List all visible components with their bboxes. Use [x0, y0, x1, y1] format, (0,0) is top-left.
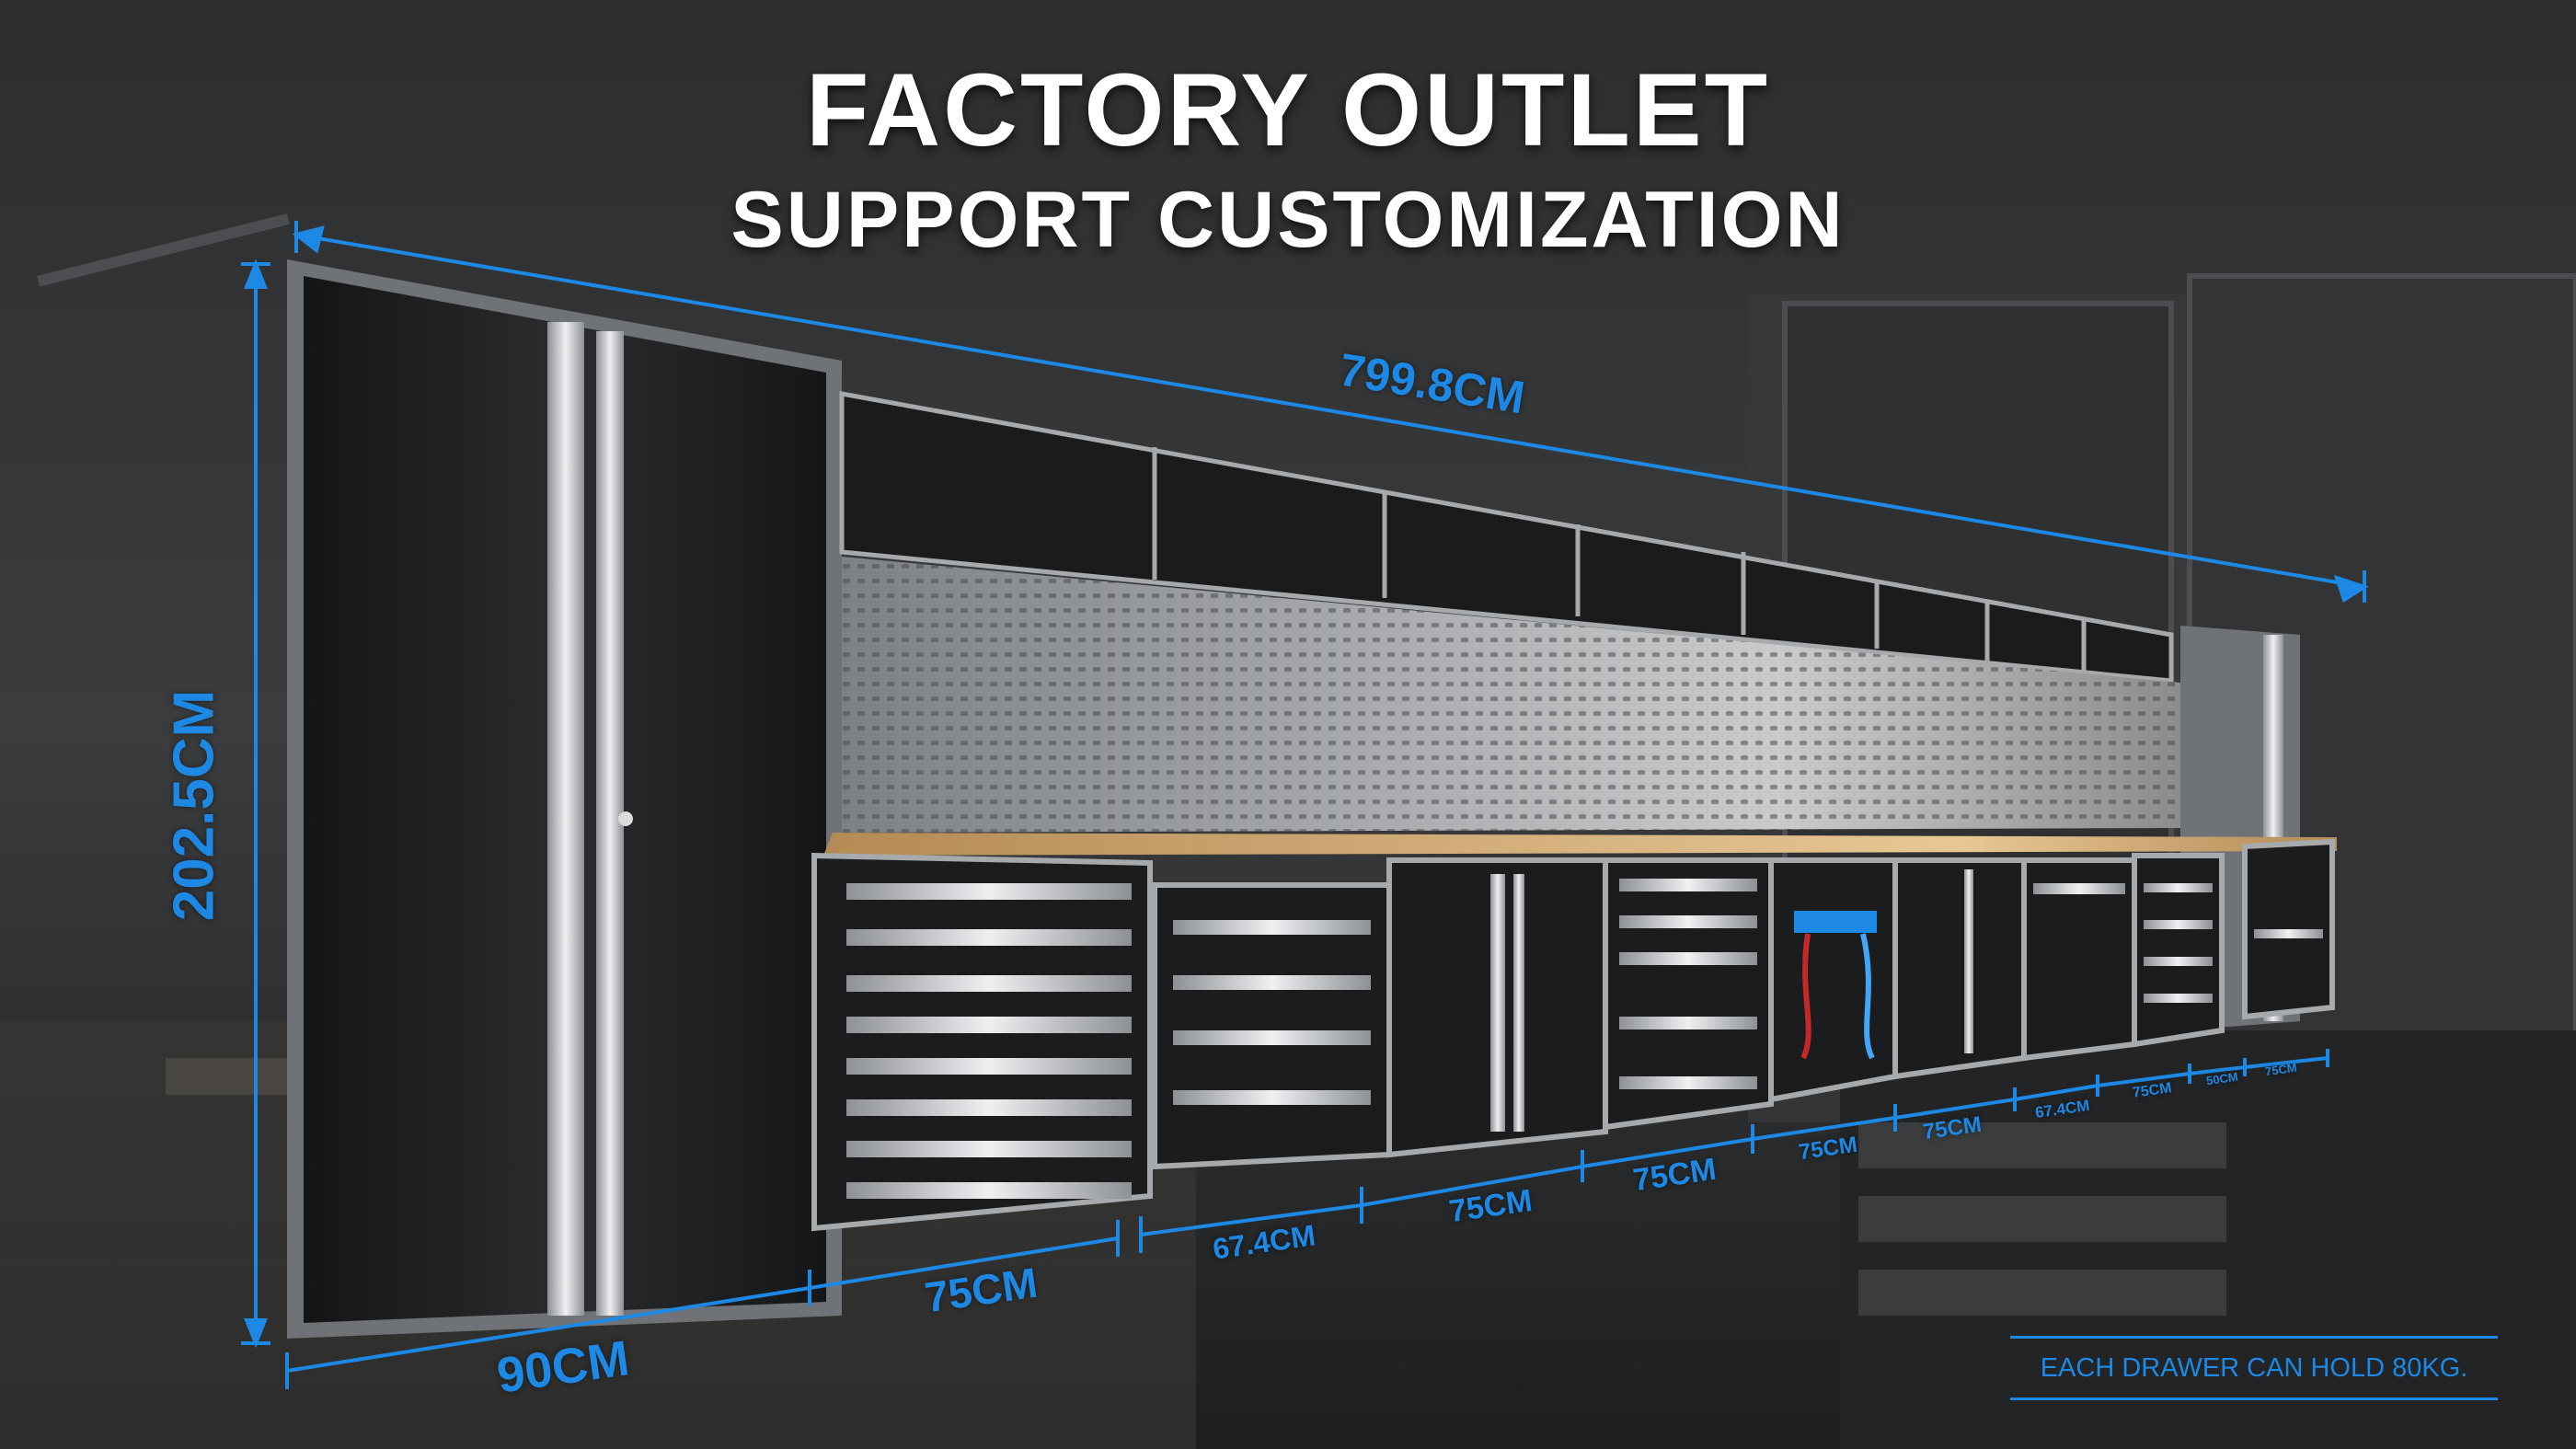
tall-cabinet — [287, 259, 842, 1339]
dimension-lines — [241, 221, 2369, 1389]
drawer-capacity-note: EACH DRAWER CAN HOLD 80KG. — [2010, 1336, 2498, 1400]
worktop — [823, 833, 2337, 856]
subheadline: SUPPORT CUSTOMIZATION — [730, 176, 1846, 264]
pegboard-panel — [842, 557, 2180, 833]
base-cabinets — [811, 838, 2335, 1232]
dimension-height: 202.5CM — [162, 689, 226, 922]
headline: FACTORY OUTLET — [806, 52, 1770, 167]
upper-wall-cabinets — [839, 391, 2174, 684]
